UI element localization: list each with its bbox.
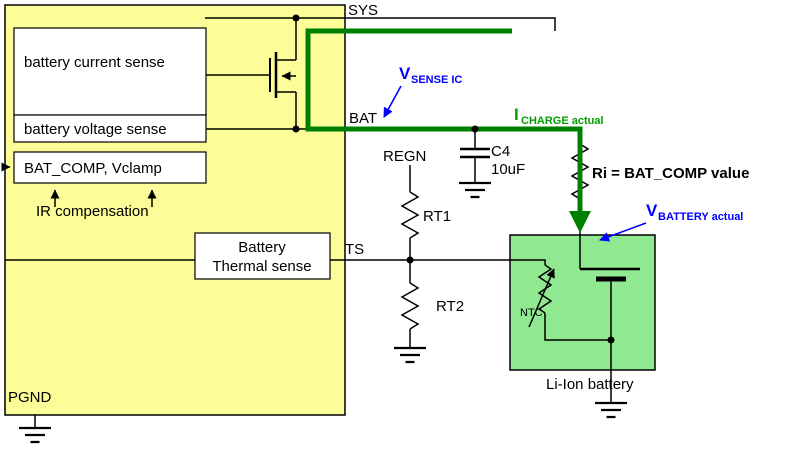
ts-pin-label: TS xyxy=(345,241,364,258)
i-charge-annotation-main: I xyxy=(514,105,519,124)
rt2-label: RT2 xyxy=(436,298,464,315)
ir-compensation-label: IR compensation xyxy=(36,203,149,220)
capacitor-c4 xyxy=(460,147,490,159)
sys-pin-label: SYS xyxy=(348,2,378,19)
mosfet-source-wire xyxy=(276,91,297,129)
current-sense-label: battery current sense xyxy=(24,54,165,71)
v-battery-arrow xyxy=(599,222,647,242)
junction-dot-c4 xyxy=(471,125,479,133)
junction-dot-bat xyxy=(292,125,300,133)
v-battery-annotation-main: V xyxy=(646,201,658,220)
v-sense-annotation-sub: SENSE IC xyxy=(411,74,462,86)
ground-symbol-rt2 xyxy=(394,346,426,364)
thermal-sense-label-line1: Battery xyxy=(238,239,286,256)
i-charge-annotation-sub: CHARGE actual xyxy=(521,115,604,127)
ntc-arrow xyxy=(528,268,555,328)
mosfet xyxy=(269,18,297,129)
current-sense-box xyxy=(13,27,207,116)
junction-dot-ts xyxy=(406,256,414,264)
v-sense-arrow xyxy=(383,85,402,118)
voltage-sense-box xyxy=(13,114,207,143)
c4-value-label: 10uF xyxy=(491,161,525,178)
bat-comp-box xyxy=(13,151,207,184)
voltage-sense-label: battery voltage sense xyxy=(24,121,167,138)
junction-dot-battery xyxy=(607,336,615,344)
sys-wire xyxy=(205,17,556,31)
ntc-label: NTC xyxy=(520,307,543,319)
battery-label: Li-Ion battery xyxy=(546,376,634,393)
ntc-thermistor xyxy=(528,264,555,328)
v-sense-annotation-main: V xyxy=(399,64,411,83)
c4-label: C4 xyxy=(491,143,510,160)
regn-pin-label: REGN xyxy=(383,148,426,165)
ts-to-ntc-wire xyxy=(510,259,546,265)
thermal-sense-label-line2: Thermal sense xyxy=(212,258,311,275)
charge-current-path xyxy=(305,28,583,212)
ground-symbol-battery xyxy=(595,401,627,419)
junction-dot-sys xyxy=(292,14,300,22)
ntc-bottom-wire xyxy=(544,313,611,341)
ri-label: Ri = BAT_COMP value xyxy=(592,165,749,182)
battery-pack-box xyxy=(509,234,656,371)
bat-pin-label: BAT xyxy=(349,110,377,127)
v-battery-annotation-sub: BATTERY actual xyxy=(658,211,743,223)
pgnd-label: PGND xyxy=(8,389,52,406)
thermal-sense-box xyxy=(194,232,331,280)
resistor-rt2 xyxy=(400,282,420,330)
ground-symbol-pgnd xyxy=(19,426,51,444)
bat-comp-label: BAT_COMP, Vclamp xyxy=(24,160,162,177)
charge-current-arrowhead xyxy=(569,211,591,233)
ground-symbol-c4 xyxy=(459,181,491,199)
mosfet-drain-wire xyxy=(276,18,297,61)
battery-symbol xyxy=(580,267,640,282)
rt1-label: RT1 xyxy=(423,208,451,225)
resistor-rt1 xyxy=(400,191,420,239)
